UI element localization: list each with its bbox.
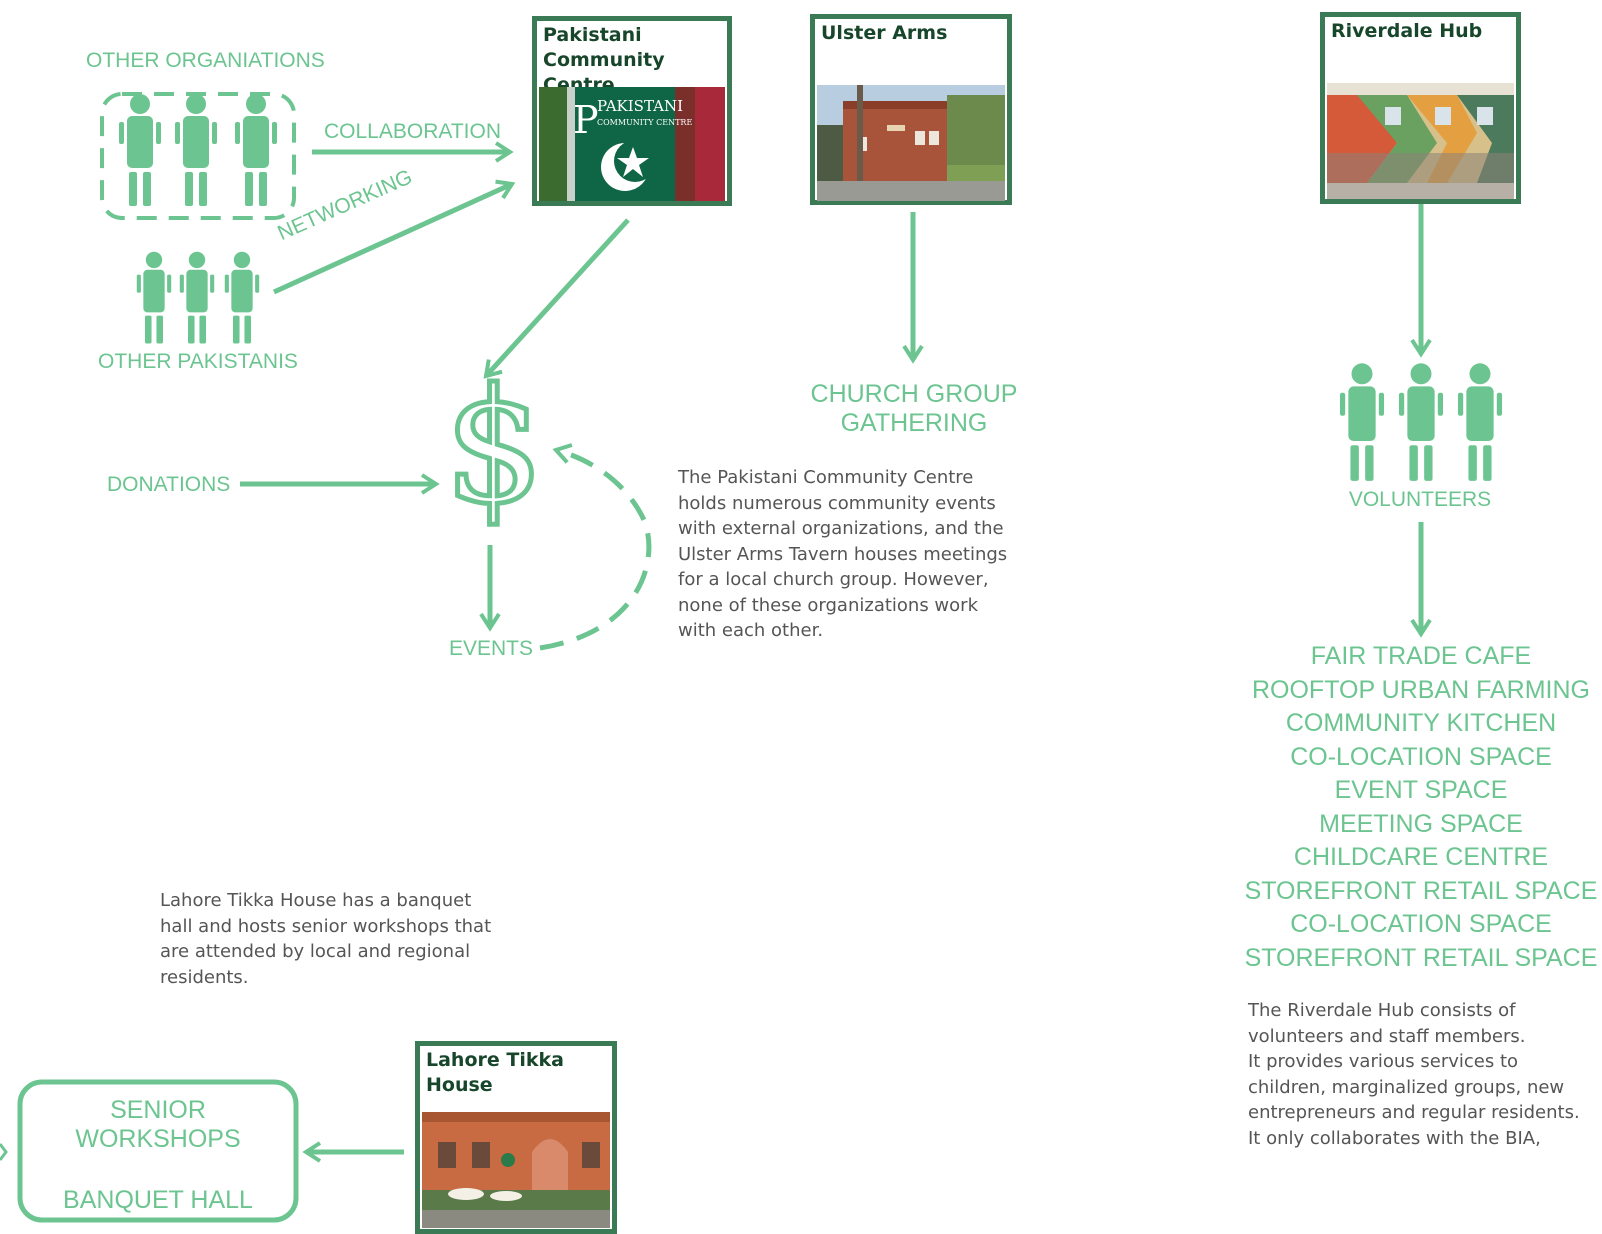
senior-workshops-label: SENIOR WORKSHOPS bbox=[30, 1096, 286, 1154]
service-item: MEETING SPACE bbox=[1319, 809, 1523, 838]
description-line: It only collaborates with the BIA, bbox=[1248, 1127, 1541, 1149]
riverdale-hub-building-graphic bbox=[1327, 83, 1514, 199]
pakistan-sign-graphic: P PAKISTANI COMMUNITY CENTRE bbox=[539, 87, 725, 201]
riverdale-hub-card[interactable]: Riverdale Hub bbox=[1320, 12, 1521, 204]
other-organizations-label: OTHER ORGANIATIONS bbox=[86, 49, 325, 72]
description-line: volunteers and staff members. bbox=[1248, 1025, 1526, 1047]
description-line: holds numerous community events bbox=[678, 492, 996, 514]
other-organizations-group-box bbox=[100, 92, 296, 220]
service-item: CHILDCARE CENTRE bbox=[1293, 843, 1549, 871]
description-line: for a local church group. However, bbox=[678, 569, 989, 590]
service-item: FAIR TRADE CAFE bbox=[1310, 642, 1532, 670]
service-item: STOREFRONT RETAIL SPACE bbox=[1244, 876, 1598, 905]
pakistani-description: The Pakistani Community Centre holds num… bbox=[678, 465, 1007, 644]
service-item: CO-LOCATION SPACE bbox=[1290, 910, 1552, 938]
pakistani-centre-card[interactable]: Pakistani Community Centre P PAKISTANI C… bbox=[532, 16, 732, 206]
riverdale-hub-photo bbox=[1327, 83, 1514, 199]
church-group-label: CHURCH GROUP GATHERING bbox=[808, 380, 1020, 438]
volunteers-people-icon bbox=[1339, 363, 1503, 481]
lahore-description: Lahore Tikka House has a banquet hall an… bbox=[160, 888, 491, 990]
church-group-line-1: CHURCH GROUP bbox=[810, 380, 1018, 408]
service-item: STOREFRONT RETAIL SPACE bbox=[1244, 943, 1598, 972]
centre-to-dollar-arrow bbox=[483, 218, 630, 379]
senior-workshops-line-2: WORKSHOPS bbox=[75, 1125, 241, 1153]
ulster-arms-building-graphic bbox=[817, 85, 1005, 201]
pakistani-centre-title: Pakistani Community Centre bbox=[543, 23, 727, 98]
ulster-arms-photo bbox=[817, 85, 1005, 201]
lahore-tikka-building-graphic bbox=[422, 1112, 610, 1228]
sign-letter-p: P bbox=[573, 98, 599, 142]
ulster-arms-card[interactable]: Ulster Arms bbox=[810, 14, 1012, 205]
service-item: COMMUNITY KITCHEN bbox=[1285, 709, 1557, 737]
description-line: residents. bbox=[160, 966, 249, 988]
riverdale-hub-title: Riverdale Hub bbox=[1331, 20, 1483, 42]
lahore-tikka-title: Lahore Tikka House bbox=[426, 1048, 564, 1098]
lahore-tikka-title-line: House bbox=[426, 1074, 493, 1096]
volunteers-label: VOLUNTEERS bbox=[1348, 488, 1492, 511]
other-pakistanis-label: OTHER PAKISTANIS bbox=[98, 350, 298, 373]
description-line: Ulster Arms Tavern houses meetings bbox=[678, 543, 1008, 565]
banquet-hall-label: BANQUET HALL bbox=[63, 1186, 253, 1214]
ulster-arms-title: Ulster Arms bbox=[821, 22, 948, 44]
description-line: The Pakistani Community Centre bbox=[678, 467, 974, 488]
lahore-tikka-photo bbox=[422, 1112, 610, 1228]
sign-big-text: PAKISTANI bbox=[597, 97, 683, 115]
left-edge-arrowhead bbox=[0, 1143, 8, 1161]
pakistani-centre-photo: P PAKISTANI COMMUNITY CENTRE bbox=[539, 87, 725, 201]
other-organizations-people-icon bbox=[119, 94, 277, 206]
description-line: are attended by local and regional bbox=[160, 941, 471, 962]
description-line: with each other. bbox=[678, 620, 824, 641]
lahore-tikka-card[interactable]: Lahore Tikka House bbox=[415, 1041, 617, 1234]
description-line: The Riverdale Hub consists of bbox=[1248, 1000, 1516, 1021]
senior-workshops-box bbox=[17, 1079, 299, 1223]
networking-arrow bbox=[272, 179, 516, 295]
donations-label: DONATIONS bbox=[107, 473, 231, 496]
description-line: children, marginalized groups, new bbox=[1248, 1076, 1565, 1098]
description-line: hall and hosts senior workshops that bbox=[160, 915, 492, 937]
description-line: with external organizations, and the bbox=[678, 518, 1004, 539]
events-label: EVENTS bbox=[449, 637, 534, 660]
star-icon bbox=[617, 147, 649, 177]
other-pakistanis-people-icon bbox=[136, 251, 260, 344]
collaboration-label: COLLABORATION bbox=[324, 120, 501, 143]
church-group-line-2: GATHERING bbox=[840, 409, 988, 437]
pakistani-centre-title-line: Pakistani bbox=[543, 24, 642, 46]
description-line: entrepreneurs and regular residents. bbox=[1248, 1102, 1580, 1123]
sign-small-text: COMMUNITY CENTRE bbox=[597, 118, 692, 127]
service-item: EVENT SPACE bbox=[1334, 776, 1508, 804]
lahore-tikka-title-line: Lahore Tikka bbox=[426, 1049, 564, 1071]
service-item: CO-LOCATION SPACE bbox=[1290, 742, 1552, 771]
senior-workshops-line-1: SENIOR bbox=[110, 1096, 206, 1124]
service-item: ROOFTOP URBAN FARMING bbox=[1251, 675, 1590, 704]
riverdale-description: The Riverdale Hub consists of volunteers… bbox=[1248, 998, 1580, 1151]
dollar-icon: $ bbox=[442, 355, 548, 539]
description-line: Lahore Tikka House has a banquet bbox=[160, 890, 472, 911]
description-line: none of these organizations work bbox=[678, 594, 978, 616]
description-line: It provides various services to bbox=[1248, 1051, 1519, 1072]
riverdale-services-list: FAIR TRADE CAFE ROOFTOP URBAN FARMING CO… bbox=[1240, 640, 1602, 975]
